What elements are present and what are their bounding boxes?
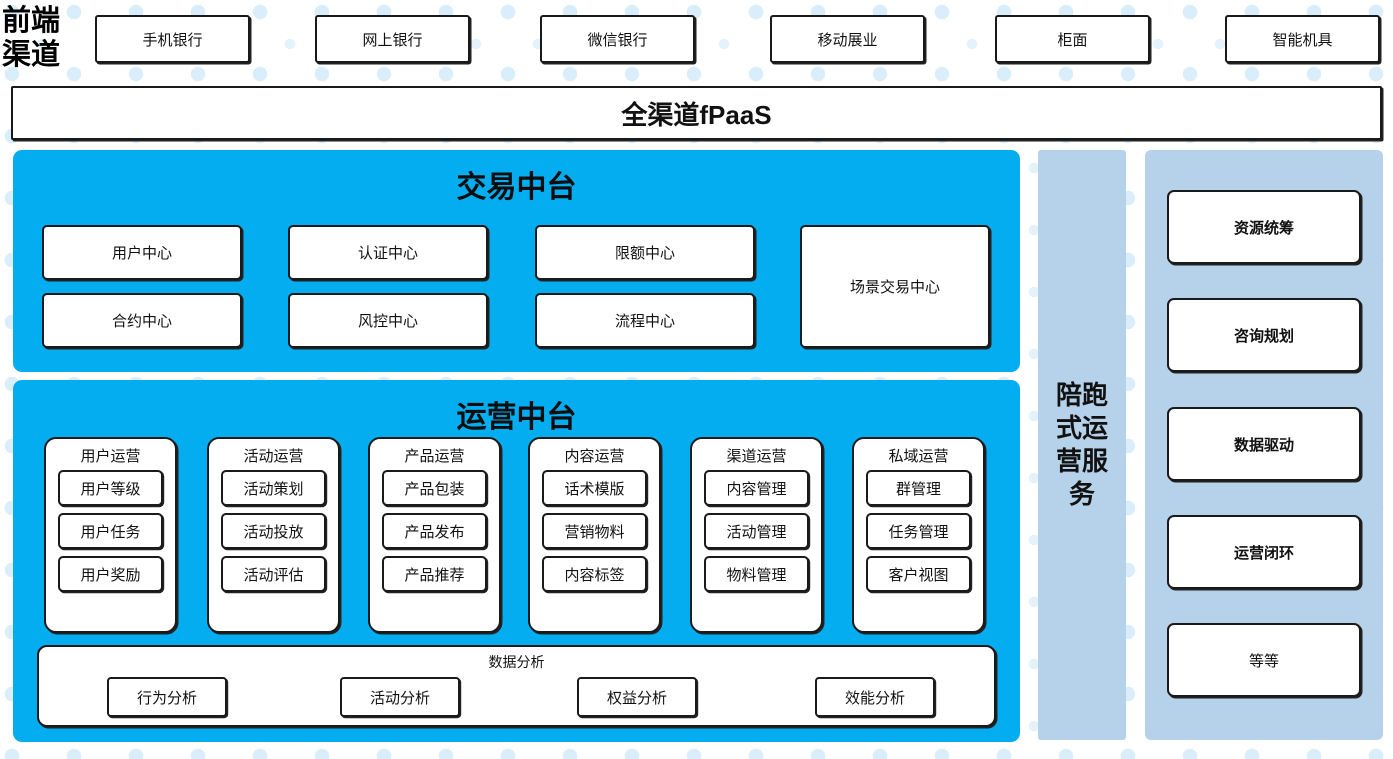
analysis-label: 活动分析 [369, 689, 430, 707]
data-analysis-panel: 数据分析 行为分析 活动分析 权益分析 效能分析 [37, 645, 996, 727]
trade-center-title: 交易中台 [456, 171, 577, 204]
value-item-label: 运营闭环 [1233, 544, 1294, 562]
value-item-ops-loop[interactable]: 运营闭环 [1167, 515, 1361, 589]
analysis-box-behavior[interactable]: 行为分析 [107, 677, 227, 717]
ops-item[interactable]: 产品推荐 [382, 556, 487, 592]
ops-column-activity[interactable]: 活动运营 活动策划 活动投放 活动评估 [207, 437, 340, 633]
ops-item[interactable]: 活动评估 [221, 556, 326, 592]
front-channel-label: 前端 渠道 [2, 2, 86, 74]
value-item-resource[interactable]: 资源统筹 [1167, 190, 1361, 264]
ops-item[interactable]: 内容标签 [542, 556, 647, 592]
ops-item[interactable]: 内容管理 [704, 470, 809, 506]
value-item-label: 咨询规划 [1233, 327, 1294, 345]
value-item-label: 等等 [1248, 652, 1279, 670]
channel-label: 柜面 [1057, 31, 1088, 49]
analysis-box-activity[interactable]: 活动分析 [340, 677, 460, 717]
value-item-label: 数据驱动 [1233, 436, 1294, 454]
ops-column-title: 产品运营 [404, 448, 465, 465]
front-channel-label-line1: 前端 [2, 5, 61, 37]
ops-column-user[interactable]: 用户运营 用户等级 用户任务 用户奖励 [44, 437, 177, 633]
front-channel-label-line2: 渠道 [2, 39, 61, 71]
channel-label: 智能机具 [1272, 31, 1333, 49]
trade-box-process-center[interactable]: 流程中心 [535, 293, 755, 348]
channel-label: 网上银行 [362, 31, 423, 49]
trade-box-label: 限额中心 [614, 245, 675, 262]
ops-item[interactable]: 产品发布 [382, 513, 487, 549]
trade-box-risk-center[interactable]: 风控中心 [288, 293, 488, 348]
ops-item[interactable]: 用户任务 [58, 513, 163, 549]
ops-column-title: 渠道运营 [726, 448, 787, 465]
channel-label: 微信银行 [587, 31, 648, 49]
ops-item[interactable]: 活动投放 [221, 513, 326, 549]
analysis-box-rights[interactable]: 权益分析 [577, 677, 697, 717]
ops-item[interactable]: 活动管理 [704, 513, 809, 549]
ops-item[interactable]: 任务管理 [866, 513, 971, 549]
channel-box-mobile-bank[interactable]: 手机银行 [95, 15, 250, 63]
fpaas-label: 全渠道fPaaS [621, 99, 772, 130]
channel-box-smart-machine[interactable]: 智能机具 [1225, 15, 1380, 63]
trade-box-scenario-trade-center[interactable]: 场景交易中心 [800, 225, 990, 348]
ops-item[interactable]: 群管理 [866, 470, 971, 506]
ops-center-title: 运营中台 [456, 401, 577, 434]
ops-item[interactable]: 活动策划 [221, 470, 326, 506]
ops-column-product[interactable]: 产品运营 产品包装 产品发布 产品推荐 [368, 437, 501, 633]
channel-box-online-bank[interactable]: 网上银行 [315, 15, 470, 63]
ops-item[interactable]: 用户等级 [58, 470, 163, 506]
trade-box-label: 合约中心 [111, 313, 172, 330]
analysis-label: 效能分析 [844, 689, 905, 707]
ops-item[interactable]: 话术模版 [542, 470, 647, 506]
fpaas-bar[interactable]: 全渠道fPaaS [11, 86, 1382, 140]
trade-box-label: 认证中心 [357, 245, 418, 262]
channel-label: 移动展业 [817, 31, 878, 49]
ops-item[interactable]: 客户视图 [866, 556, 971, 592]
ops-column-private-domain[interactable]: 私域运营 群管理 任务管理 客户视图 [852, 437, 985, 633]
data-analysis-title: 数据分析 [488, 654, 545, 670]
ops-item[interactable]: 营销物料 [542, 513, 647, 549]
ops-column-title: 内容运营 [564, 448, 625, 465]
ops-column-title: 私域运营 [888, 448, 949, 465]
ops-column-title: 活动运营 [243, 448, 304, 465]
trade-box-label: 风控中心 [357, 313, 418, 330]
value-item-etc[interactable]: 等等 [1167, 623, 1361, 697]
analysis-label: 权益分析 [606, 689, 667, 707]
value-item-data-driven[interactable]: 数据驱动 [1167, 407, 1361, 481]
trade-box-label: 场景交易中心 [849, 279, 940, 296]
trade-box-user-center[interactable]: 用户中心 [42, 225, 242, 280]
value-item-consulting[interactable]: 咨询规划 [1167, 298, 1361, 372]
ops-column-content[interactable]: 内容运营 话术模版 营销物料 内容标签 [528, 437, 661, 633]
channel-label: 手机银行 [142, 31, 203, 49]
ops-item[interactable]: 用户奖励 [58, 556, 163, 592]
trade-box-contract-center[interactable]: 合约中心 [42, 293, 242, 348]
service-band-label: 陪跑式运营服务 [1055, 380, 1108, 509]
channel-box-counter[interactable]: 柜面 [995, 15, 1150, 63]
trade-box-label: 用户中心 [111, 245, 172, 262]
value-item-label: 资源统筹 [1233, 219, 1294, 237]
ops-column-channel[interactable]: 渠道运营 内容管理 活动管理 物料管理 [690, 437, 823, 633]
ops-column-title: 用户运营 [80, 448, 141, 465]
analysis-label: 行为分析 [136, 689, 197, 707]
channel-box-mobile-field[interactable]: 移动展业 [770, 15, 925, 63]
service-band-panel: 陪跑式运营服务 [1038, 150, 1126, 740]
trade-box-label: 流程中心 [614, 313, 675, 330]
trade-box-auth-center[interactable]: 认证中心 [288, 225, 488, 280]
channel-box-wechat-bank[interactable]: 微信银行 [540, 15, 695, 63]
ops-item[interactable]: 产品包装 [382, 470, 487, 506]
trade-box-limit-center[interactable]: 限额中心 [535, 225, 755, 280]
analysis-box-efficiency[interactable]: 效能分析 [815, 677, 935, 717]
value-panel: 资源统筹 咨询规划 数据驱动 运营闭环 等等 [1145, 150, 1383, 740]
ops-item[interactable]: 物料管理 [704, 556, 809, 592]
